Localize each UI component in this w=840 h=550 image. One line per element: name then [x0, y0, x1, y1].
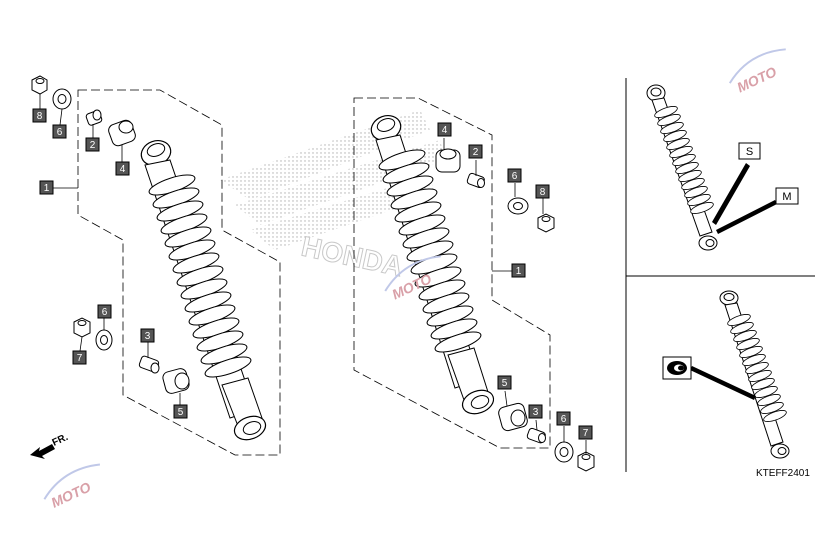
callout-6-bottom-left: 6: [97, 304, 112, 319]
callout-1-left: 1: [39, 180, 54, 195]
svg-text:5: 5: [502, 378, 508, 389]
svg-text:1: 1: [516, 266, 522, 277]
legend-s-box: S: [738, 142, 761, 160]
callout-2-left: 2: [85, 137, 100, 152]
locking-agent-icon: [662, 356, 692, 380]
svg-text:3: 3: [145, 331, 151, 342]
svg-text:4: 4: [442, 125, 448, 136]
svg-text:2: 2: [473, 147, 479, 158]
part-washer-6-bottom-left: [95, 329, 113, 351]
part-washer-6-top-right: [507, 197, 529, 215]
callout-6-top-left: 6: [52, 124, 67, 139]
part-nut-7-bottom-left: [73, 317, 91, 338]
callout-5-left: 5: [173, 404, 188, 419]
callout-8-top-right: 8: [535, 184, 550, 199]
shock-absorber-right: [370, 115, 495, 415]
svg-text:7: 7: [77, 353, 83, 364]
svg-text:S: S: [746, 146, 753, 158]
part-bushing-5-left: [162, 368, 190, 394]
shock-absorber-left: [140, 140, 267, 441]
svg-text:1: 1: [44, 183, 50, 194]
svg-text:8: 8: [540, 187, 546, 198]
svg-text:6: 6: [102, 307, 108, 318]
callout-8-top-left: 8: [32, 108, 47, 123]
part-nut-8-top-right: [537, 213, 555, 233]
legend-m-box: M: [775, 187, 799, 205]
brand-mark-text: HONDA: [299, 231, 406, 283]
callout-6-bottom-right: 6: [556, 411, 571, 426]
assembly-boundary-right: [353, 97, 551, 449]
svg-text:6: 6: [561, 414, 567, 425]
svg-text:7: 7: [583, 428, 589, 439]
part-bushing-4-right: [435, 148, 461, 173]
svg-text:4: 4: [120, 164, 126, 175]
svg-text:2: 2: [90, 140, 96, 151]
svg-text:FR.: FR.: [51, 432, 70, 449]
svg-text:8: 8: [37, 111, 43, 122]
callout-2-right: 2: [468, 144, 483, 159]
callout-7-bottom-left: 7: [72, 350, 87, 365]
callout-6-top-right: 6: [507, 168, 522, 183]
detail-shock-locking: [690, 290, 790, 459]
part-bushing-4-left: [108, 119, 136, 147]
front-direction-indicator: FR.: [30, 432, 70, 459]
part-bushing-5-right: [498, 402, 528, 432]
svg-text:3: 3: [533, 407, 539, 418]
leader-lines: [39, 94, 587, 454]
callout-3-left: 3: [140, 328, 155, 343]
svg-text:6: 6: [57, 127, 63, 138]
callout-4-right: 4: [437, 122, 452, 137]
callout-5-right: 5: [497, 375, 512, 390]
callout-4-left: 4: [115, 161, 130, 176]
part-collar-3-left: [138, 355, 160, 374]
part-collar-2-right: [466, 172, 485, 189]
part-washer-6-top-left: [52, 88, 72, 110]
moto-watermark-top-right: MOTO: [728, 48, 786, 96]
part-nut-7-bottom-right: [577, 451, 595, 472]
svg-text:M: M: [782, 191, 791, 203]
assembly-boundary-left: [77, 89, 281, 456]
svg-text:6: 6: [512, 171, 518, 182]
moto-watermark-bottom-left: MOTO: [43, 463, 101, 511]
callout-7-bottom-right: 7: [578, 425, 593, 440]
callout-3-right: 3: [528, 404, 543, 419]
part-collar-2-left: [85, 109, 103, 126]
part-nut-8-top-left: [31, 75, 48, 95]
diagram-code: KTEFF2401: [756, 468, 810, 479]
detail-panel-frame: [625, 78, 815, 472]
part-collar-3-right: [526, 427, 546, 444]
part-washer-6-bottom-right: [554, 441, 574, 463]
svg-text:5: 5: [178, 407, 184, 418]
svg-text:MOTO: MOTO: [48, 479, 93, 511]
callout-1-right: 1: [511, 263, 526, 278]
detail-shock-lubrication: [646, 84, 777, 251]
